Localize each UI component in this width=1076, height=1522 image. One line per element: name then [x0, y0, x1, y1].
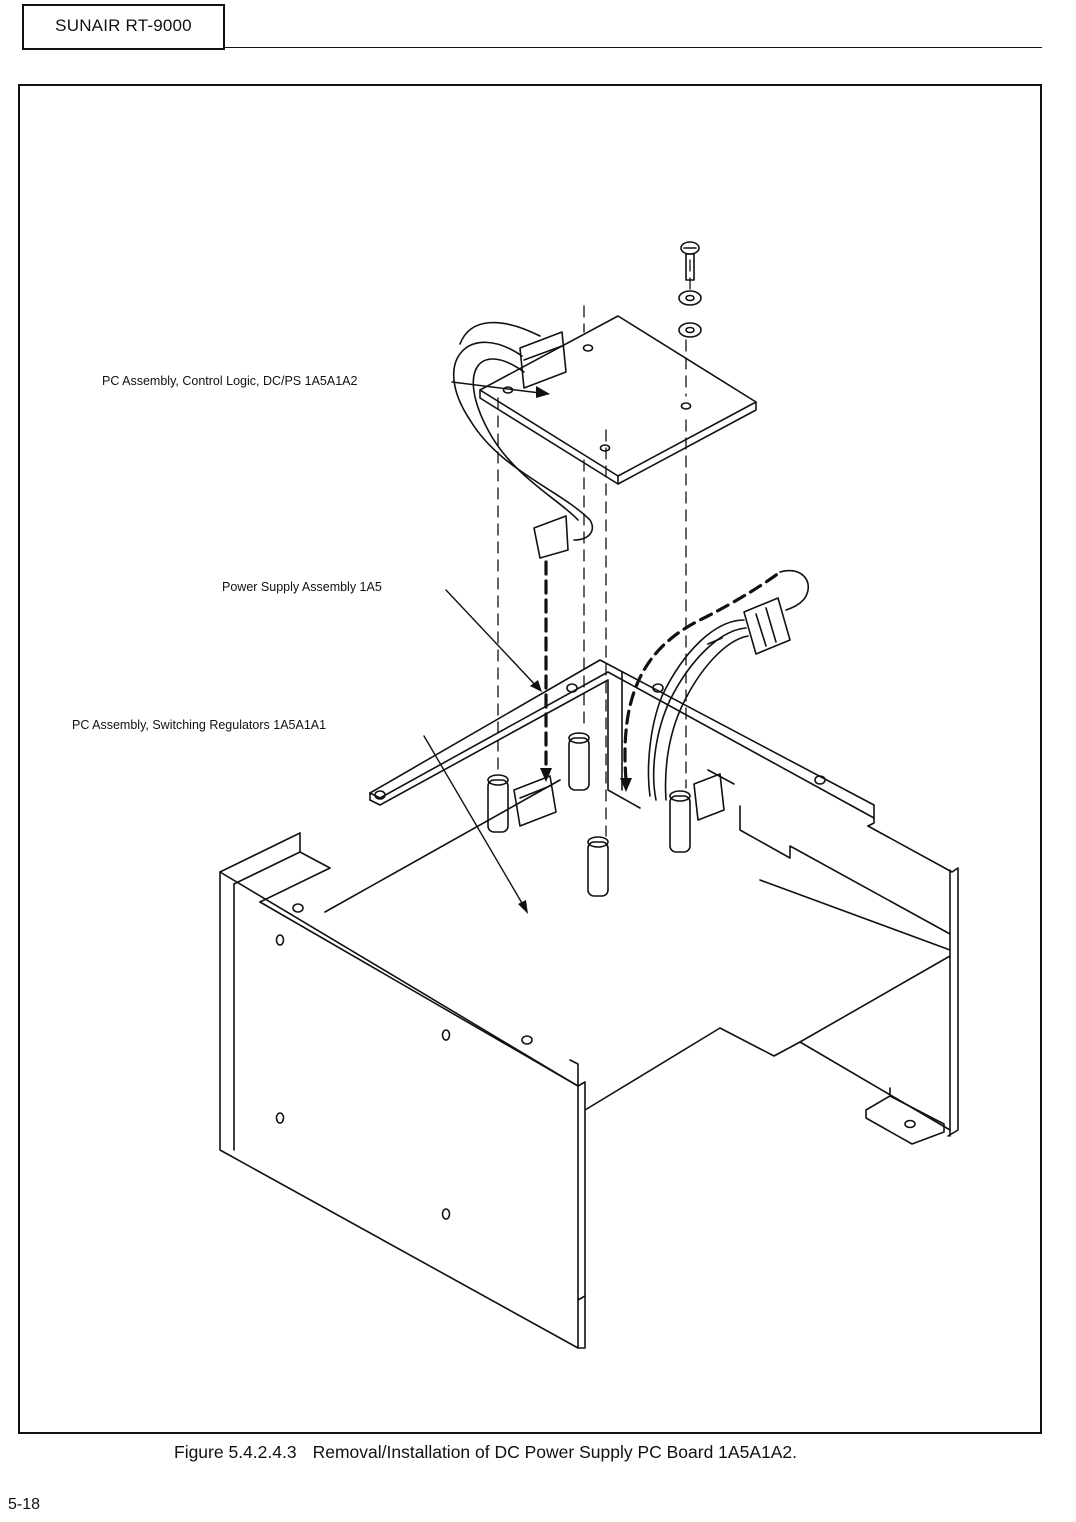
chassis [219, 659, 959, 1349]
label-control-logic: PC Assembly, Control Logic, DC/PS 1A5A1A… [102, 374, 358, 388]
upper-pc-board [452, 315, 757, 559]
standoffs [487, 732, 691, 897]
label-switching-regulators: PC Assembly, Switching Regulators 1A5A1A… [72, 718, 327, 732]
alignment-lines [497, 259, 691, 837]
figure-caption: Figure 5.4.2.4.3 Removal/Installation of … [174, 1442, 797, 1463]
insertion-paths [544, 560, 782, 782]
header-title: SUNAIR RT-9000 [55, 16, 192, 35]
insertion-arrowheads [540, 768, 632, 792]
label-power-supply: Power Supply Assembly 1A5 [222, 580, 382, 594]
figure-caption-text: Removal/Installation of DC Power Supply … [312, 1442, 797, 1462]
lower-board-connectors [513, 769, 735, 827]
figure-number: Figure 5.4.2.4.3 [174, 1442, 297, 1462]
header-box: SUNAIR RT-9000 [22, 4, 225, 50]
callout-leaders [423, 381, 549, 911]
cable-harness [647, 597, 791, 801]
callout-arrowheads [518, 386, 550, 914]
page-number: 5-18 [8, 1496, 41, 1513]
upper-board-top [479, 315, 757, 477]
figure-frame [18, 84, 1042, 1434]
front-panel [219, 871, 579, 1349]
header-rule [225, 47, 1042, 48]
